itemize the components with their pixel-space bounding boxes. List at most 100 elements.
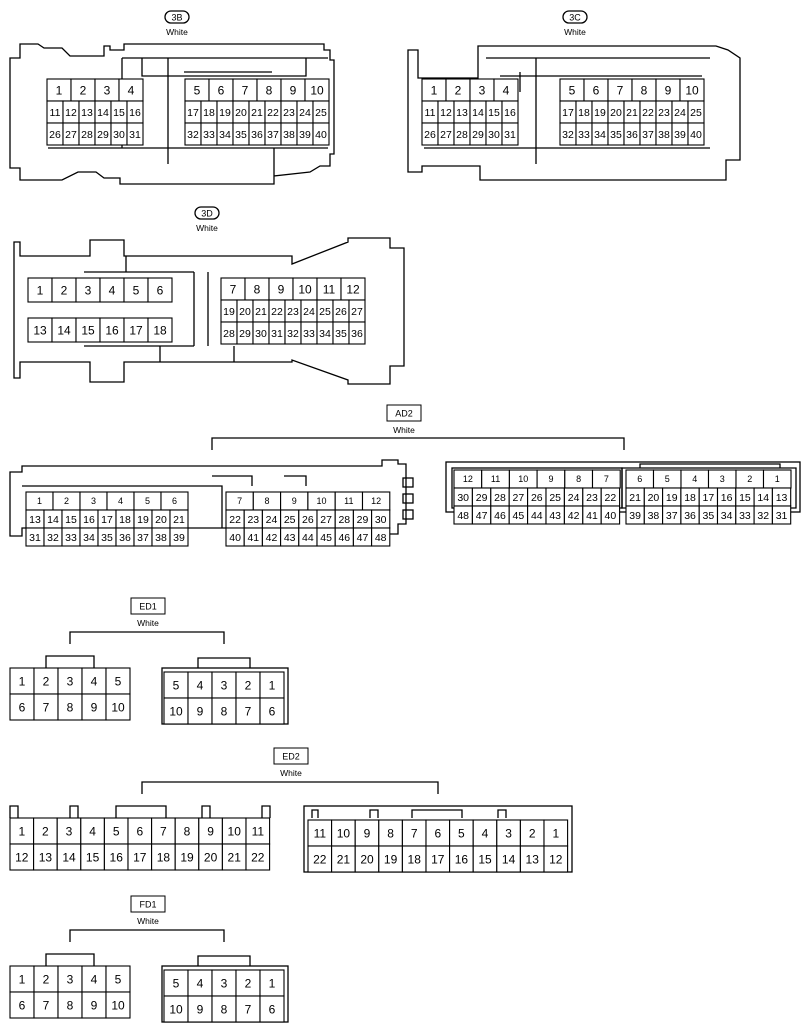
pin-number: 40 — [315, 129, 327, 141]
housing-3D — [13, 237, 405, 385]
pin-number: 6 — [19, 998, 26, 1012]
pin-number: 11 — [50, 107, 61, 119]
pin-number: 15 — [488, 107, 500, 119]
pin-cell — [187, 671, 213, 699]
pin-number: 10 — [518, 474, 528, 484]
pin-number: 19 — [384, 852, 398, 866]
pin-number: 32 — [47, 532, 59, 544]
pin-cell — [57, 965, 83, 993]
pin-number: 3 — [67, 972, 74, 986]
pin-cell — [33, 965, 59, 993]
pin-number: 29 — [239, 328, 251, 340]
pin-cell — [105, 693, 131, 721]
pin-number: 15 — [81, 323, 95, 337]
pin-number: 9 — [548, 474, 553, 484]
pin-number: 8 — [221, 704, 228, 718]
connector-tag-box — [386, 404, 422, 422]
pin-number: 9 — [91, 700, 98, 714]
pin-number: 14 — [57, 323, 71, 337]
pin-cell — [543, 845, 569, 873]
pin-number: 15 — [113, 107, 125, 119]
pin-number: 5 — [115, 674, 122, 688]
pin-number: 7 — [160, 824, 167, 838]
pin-number: 10 — [169, 704, 183, 718]
pin-number: 5 — [173, 678, 180, 692]
pin-number: 7 — [43, 700, 50, 714]
pin-number: 7 — [237, 496, 242, 506]
pin-number: 27 — [351, 306, 363, 318]
pin-number: 43 — [284, 532, 296, 544]
pin-number: 31 — [129, 129, 141, 141]
pin-number: 29 — [357, 514, 369, 526]
pin-cell — [245, 843, 271, 871]
pin-number: 15 — [739, 492, 751, 504]
connector-tag-box — [130, 895, 166, 913]
connector-id: ED2 — [282, 752, 300, 762]
pin-number: 22 — [271, 306, 283, 318]
pin-number: 45 — [513, 510, 525, 522]
pin-number: 32 — [757, 510, 769, 522]
connector-tag-oval — [164, 10, 190, 24]
pin-number: 10 — [298, 282, 312, 296]
pin-number: 16 — [721, 492, 733, 504]
pin-cell — [105, 991, 131, 1019]
pin-number: 11 — [425, 107, 436, 119]
pin-number: 4 — [128, 83, 135, 97]
pin-number: 7 — [230, 282, 237, 296]
pin-number: 6 — [157, 283, 164, 297]
pin-cell — [81, 693, 107, 721]
pin-number: 13 — [81, 107, 93, 119]
pin-number: 36 — [351, 328, 363, 340]
pin-number: 1 — [18, 824, 25, 838]
pin-number: 38 — [283, 129, 295, 141]
pin-number: 6 — [172, 496, 177, 506]
pin-number: 20 — [235, 107, 247, 119]
pin-number: 42 — [568, 510, 580, 522]
pin-number: 31 — [776, 510, 788, 522]
pin-number: 16 — [105, 323, 119, 337]
pin-cell — [57, 991, 83, 1019]
pin-number: 38 — [648, 510, 660, 522]
pin-number: 2 — [43, 674, 50, 688]
pin-number: 30 — [113, 129, 125, 141]
pin-number: 4 — [118, 496, 123, 506]
pin-number: 21 — [251, 107, 263, 119]
pin-number: 8 — [67, 998, 74, 1012]
pin-number: 35 — [703, 510, 715, 522]
pin-cell — [163, 697, 189, 725]
pin-number: 21 — [173, 514, 185, 526]
connector-tag-box — [273, 747, 309, 765]
pin-number: 9 — [278, 282, 285, 296]
pin-number: 39 — [629, 510, 641, 522]
pin-number: 44 — [302, 532, 314, 544]
pin-number: 33 — [65, 532, 77, 544]
pin-number: 13 — [456, 107, 468, 119]
pin-number: 10 — [228, 824, 242, 838]
pin-number: 29 — [97, 129, 109, 141]
pin-number: 34 — [319, 328, 331, 340]
pin-number: 31 — [271, 328, 283, 340]
pin-number: 36 — [119, 532, 131, 544]
pin-number: 8 — [184, 824, 191, 838]
pin-cell — [99, 317, 125, 343]
pin-number: 28 — [223, 328, 235, 340]
pin-number: 20 — [360, 852, 374, 866]
pin-number: 23 — [287, 306, 299, 318]
pin-number: 32 — [287, 328, 299, 340]
pin-number: 21 — [626, 107, 638, 119]
pin-number: 9 — [292, 496, 297, 506]
pin-number: 31 — [504, 129, 516, 141]
pin-cell — [147, 277, 173, 303]
connector-color: White — [137, 916, 159, 926]
pin-number: 33 — [203, 129, 215, 141]
